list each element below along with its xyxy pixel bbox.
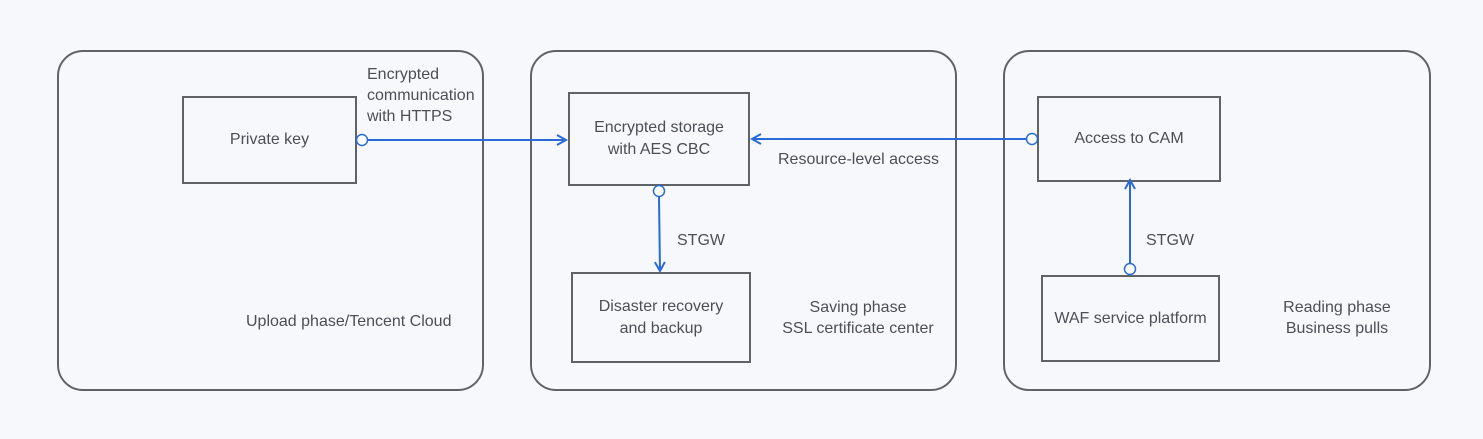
upload-phase-caption: Upload phase/Tencent Cloud — [246, 313, 452, 330]
waf-platform-node: WAF service platform — [1041, 275, 1220, 362]
reading-stgw-edge-label: STGW — [1146, 232, 1194, 249]
waf-platform-label: WAF service platform — [1054, 309, 1207, 327]
https-connector-origin — [355, 133, 369, 147]
saving-stgw-connector — [652, 184, 666, 272]
reading-phase-caption: Reading phase Business pulls — [1283, 299, 1391, 337]
reading-stgw-connector-origin — [1123, 262, 1137, 276]
resource-access-connector-origin — [1025, 132, 1039, 146]
access-cam-label: Access to CAM — [1074, 130, 1184, 147]
saving-stgw-edge-label: STGW — [677, 232, 725, 249]
https-connector — [355, 133, 567, 147]
https-edge-label: Encrypted communication with HTTPS — [367, 66, 475, 125]
disaster-recovery-label: Disaster recovery and backup — [598, 297, 724, 337]
saving-phase-caption: Saving phase SSL certificate center — [782, 299, 934, 337]
resource-access-connector — [752, 132, 1039, 146]
saving-stgw-connector-origin — [652, 184, 666, 198]
encrypted-storage-label: Encrypted storage with AES CBC — [594, 119, 724, 158]
disaster-recovery-node: Disaster recovery and backup — [571, 272, 751, 363]
resource-access-edge-label: Resource-level access — [778, 151, 939, 168]
reading-stgw-connector — [1123, 180, 1137, 276]
private-key-label: Private key — [229, 131, 310, 148]
